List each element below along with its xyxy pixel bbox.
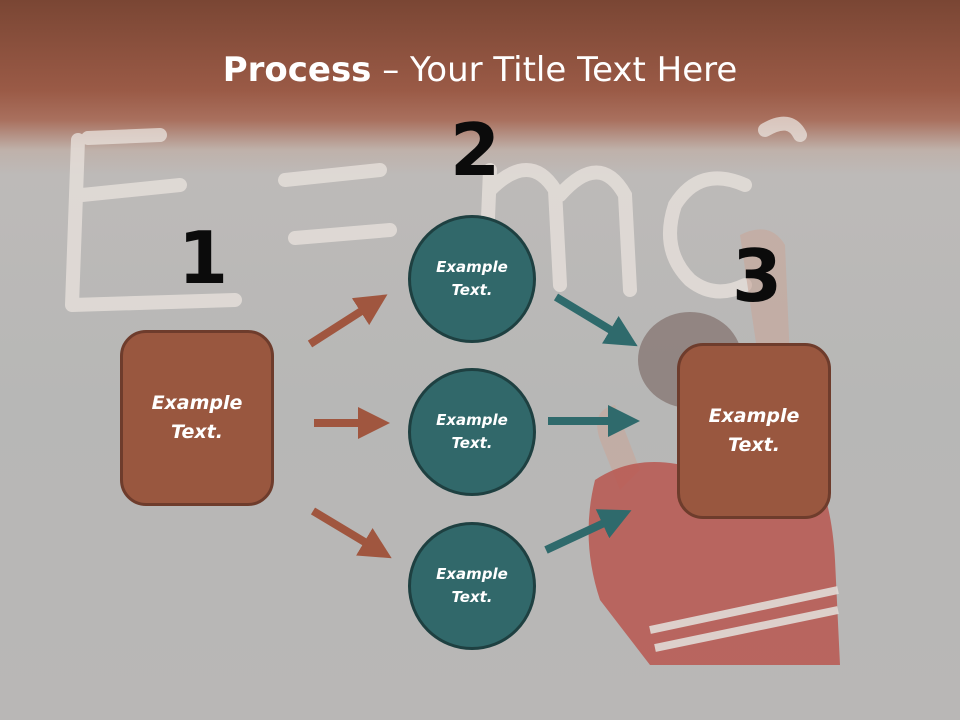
left-box-line1: Example [151, 392, 243, 414]
chalk-superscript [758, 116, 807, 142]
left-step-box[interactable]: Example Text. [120, 330, 274, 506]
right-box-line2: Text. [728, 434, 780, 456]
slide-title: Process – Your Title Text Here [0, 50, 960, 90]
right-step-box[interactable]: Example Text. [677, 343, 831, 519]
circle-bottom[interactable]: Example Text. [408, 522, 536, 650]
left-box-line2: Text. [171, 421, 223, 443]
circle-bottom-line2: Text. [451, 588, 493, 606]
circle-bottom-line1: Example [436, 565, 508, 583]
arrow-left-to-bottom [310, 507, 392, 559]
title-bold: Process [222, 50, 372, 90]
chalk-equals [278, 163, 397, 245]
arrow-left-to-top [307, 294, 388, 348]
title-rest: – Your Title Text Here [371, 50, 738, 90]
step-number-3: 3 [732, 234, 783, 318]
chalk-letter-e [65, 128, 242, 312]
arrow-top-to-right [553, 293, 638, 347]
chalk-letter-c [663, 171, 752, 299]
arrow-bottom-to-right [544, 509, 632, 554]
circle-middle-line2: Text. [451, 434, 493, 452]
step-number-1: 1 [178, 216, 229, 300]
step-number-2: 2 [450, 108, 501, 192]
right-box-line1: Example [708, 405, 800, 427]
circle-top-line2: Text. [451, 281, 493, 299]
circle-middle-line1: Example [436, 411, 508, 429]
circle-middle[interactable]: Example Text. [408, 368, 536, 496]
circle-top-line1: Example [436, 258, 508, 276]
circle-top[interactable]: Example Text. [408, 215, 536, 343]
